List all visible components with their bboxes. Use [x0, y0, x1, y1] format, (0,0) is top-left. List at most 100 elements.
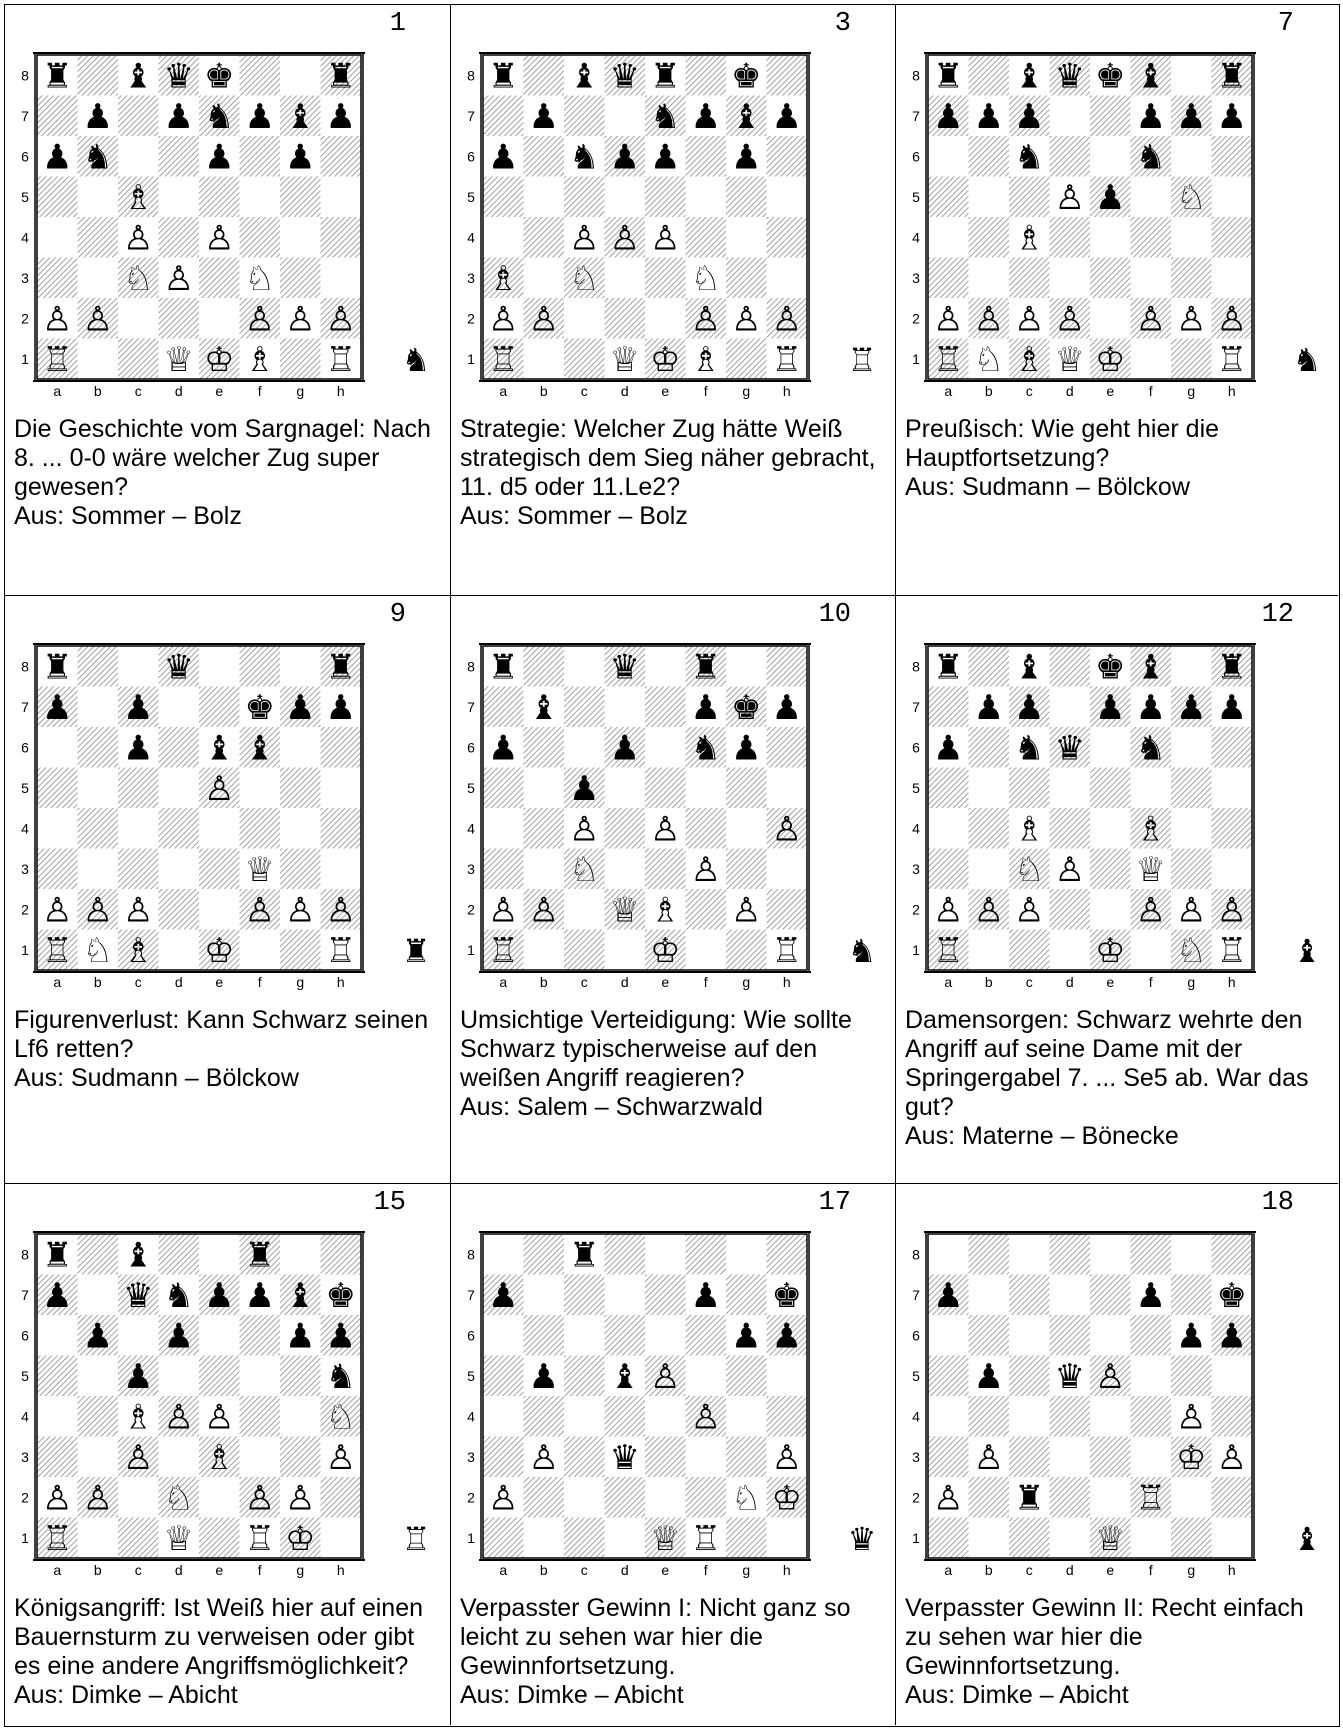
chess-piece-icon: ♙ — [569, 809, 599, 849]
dark-square — [726, 930, 767, 971]
dark-square — [1009, 1518, 1050, 1559]
caption-source: Aus: Dimke – Abicht — [460, 1681, 885, 1710]
dark-square — [1212, 808, 1253, 849]
light-square — [1090, 727, 1131, 768]
chess-piece-icon: ♖ — [326, 931, 356, 971]
dark-square — [564, 1437, 605, 1478]
light-square — [280, 808, 321, 849]
caption-source: Aus: Sommer – Bolz — [14, 502, 439, 531]
light-square — [1131, 1437, 1172, 1478]
chess-piece-icon: ♖ — [42, 340, 72, 380]
chess-piece-icon: ♟ — [83, 1316, 113, 1356]
chess-piece-icon: ♜ — [933, 56, 963, 96]
chess-piece-icon: ♙ — [204, 769, 234, 809]
chess-piece-icon: ♙ — [772, 1438, 802, 1478]
light-square — [78, 849, 119, 890]
light-square — [240, 177, 281, 218]
chess-piece-icon: ♟ — [1176, 1316, 1206, 1356]
light-square — [199, 808, 240, 849]
light-square — [280, 217, 321, 258]
light-square — [37, 808, 78, 849]
chess-piece-icon: ♟ — [42, 137, 72, 177]
chess-piece-icon: ♙ — [326, 299, 356, 339]
dark-square — [969, 646, 1010, 687]
chess-piece-icon: ♞ — [83, 137, 113, 177]
chess-piece-icon: ♖ — [772, 931, 802, 971]
light-square — [321, 849, 362, 890]
light-square — [1090, 217, 1131, 258]
light-square — [78, 1518, 119, 1559]
file-label: h — [783, 974, 791, 990]
dark-square — [686, 217, 727, 258]
chess-piece-icon: ♙ — [691, 299, 721, 339]
chess-piece-icon: ♟ — [245, 97, 275, 137]
chess-piece-icon: ♟ — [42, 1276, 72, 1316]
file-label: b — [94, 383, 102, 399]
light-square — [767, 1356, 808, 1397]
chess-piece-icon: ♙ — [488, 1478, 518, 1518]
chess-piece-icon: ♛ — [610, 647, 640, 687]
chess-piece-icon: ♙ — [1176, 890, 1206, 930]
file-label: g — [296, 974, 304, 990]
dark-square — [1009, 930, 1050, 971]
dark-square — [240, 136, 281, 177]
dark-square — [321, 1477, 362, 1518]
light-square — [645, 1234, 686, 1275]
rank-label: 6 — [21, 1327, 29, 1343]
chess-piece-icon: ♚ — [731, 56, 761, 96]
dark-square — [1212, 727, 1253, 768]
chess-piece-icon: ♘ — [245, 259, 275, 299]
file-label: f — [704, 383, 708, 399]
file-label: g — [296, 383, 304, 399]
chess-piece-icon: ♙ — [123, 218, 153, 258]
dark-square — [1171, 768, 1212, 809]
rank-label: 3 — [912, 270, 920, 286]
rank-label: 6 — [467, 148, 475, 164]
dark-square — [1050, 1396, 1091, 1437]
chess-piece-icon: ♙ — [529, 1438, 559, 1478]
file-label: b — [94, 974, 102, 990]
chess-piece-icon: ♟ — [1014, 97, 1044, 137]
dark-square — [159, 136, 200, 177]
light-square — [686, 768, 727, 809]
light-square — [564, 889, 605, 930]
dark-square — [645, 177, 686, 218]
diagram-number: 1 — [390, 11, 406, 38]
dark-square — [280, 258, 321, 299]
rank-label: 7 — [21, 1287, 29, 1303]
rank-label: 8 — [467, 658, 475, 674]
chess-piece-icon: ♙ — [974, 299, 1004, 339]
file-label: h — [783, 1562, 791, 1578]
light-square — [1171, 136, 1212, 177]
light-square — [1050, 1437, 1091, 1478]
dark-square — [118, 339, 159, 380]
chess-piece-icon: ♘ — [164, 1478, 194, 1518]
light-square — [37, 1315, 78, 1356]
chess-piece-icon: ♟ — [933, 97, 963, 137]
dark-square — [564, 1275, 605, 1316]
dark-square — [159, 298, 200, 339]
dark-square — [280, 177, 321, 218]
light-square — [605, 258, 646, 299]
dark-square — [240, 217, 281, 258]
chess-piece-icon: ♝ — [569, 56, 599, 96]
rank-label: 3 — [467, 1449, 475, 1465]
chess-piece-icon: ♟ — [1095, 178, 1125, 218]
light-square — [928, 1234, 969, 1275]
rank-label: 1 — [467, 942, 475, 958]
dark-square — [37, 1437, 78, 1478]
light-square — [199, 1315, 240, 1356]
dark-square — [483, 1518, 524, 1559]
chess-piece-icon: ♛ — [1055, 56, 1085, 96]
dark-square — [726, 768, 767, 809]
chess-piece-icon: ♚ — [1095, 56, 1125, 96]
light-square — [767, 1518, 808, 1559]
chess-piece-icon: ♙ — [650, 809, 680, 849]
chess-piece-icon: ♙ — [123, 1438, 153, 1478]
file-label: g — [742, 1562, 750, 1578]
rank-label: 5 — [912, 780, 920, 796]
dark-square — [1171, 339, 1212, 380]
chess-piece-icon: ♛ — [610, 56, 640, 96]
chess-piece-icon: ♟ — [1136, 1276, 1166, 1316]
dark-square — [605, 808, 646, 849]
